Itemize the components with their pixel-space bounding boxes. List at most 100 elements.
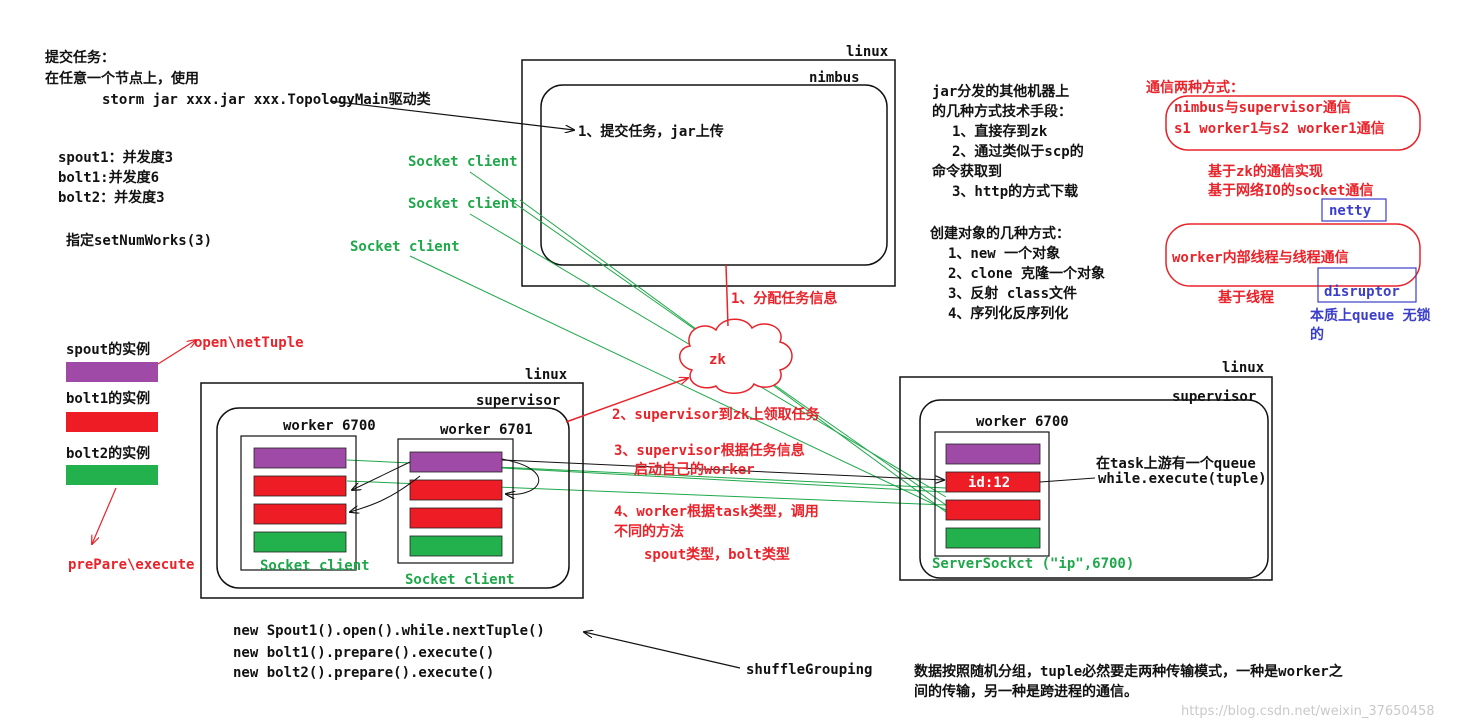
- worker-6701-label: worker 6701: [440, 422, 533, 438]
- disruptor-box: [1317, 267, 1417, 303]
- legend-spout-arrow: [157, 340, 196, 365]
- comm-zk-based: 基于zk的通信实现: [1208, 163, 1323, 180]
- legend-bolt-arrow: [92, 487, 117, 544]
- submit-arrow: [329, 100, 574, 130]
- queue-note-line2: 的: [1310, 326, 1324, 343]
- disruptor-label: disruptor: [1324, 284, 1400, 300]
- legend-bolt1-label: bolt1的实例: [66, 390, 150, 407]
- socket-client-label-3: Socket client: [350, 239, 460, 255]
- w6701-bolt2-task: [409, 535, 503, 557]
- code-line3: new bolt2().prepare().execute(): [233, 665, 494, 681]
- nimbus-process-box: [540, 84, 888, 266]
- left-linux-box: [200, 382, 584, 599]
- w6701-internal-arrow: [501, 458, 540, 494]
- comm-thread-based: 基于线程: [1218, 289, 1274, 306]
- worker-6701-box: [397, 438, 514, 564]
- legend-spout-swatch: [66, 362, 158, 382]
- legend-spout-method: open\netTuple: [194, 335, 304, 351]
- dist-item2-line2: 命令获取到: [931, 163, 1002, 180]
- dist-title-line1: jar分发的其他机器上: [932, 83, 1069, 100]
- server-socket-label: ServerSockct ("ip",6700): [932, 556, 1134, 572]
- grouping-desc-line2: 间的传输，另一种是跨进程的通信。: [914, 683, 1138, 700]
- rw-bolt2-task: [945, 527, 1041, 549]
- w6701-bolt1-task-a: [409, 479, 503, 501]
- socket-client-label-2: Socket client: [408, 196, 518, 212]
- obj-item4: 4、序列化反序列化: [948, 305, 1068, 322]
- w6700-bolt1-task-b: [253, 503, 347, 525]
- legend-bolt2-label: bolt2的实例: [66, 445, 150, 462]
- bolt1-parallelism: bolt1:并发度6: [58, 169, 159, 186]
- queue-note-line2-right: while.execute(tuple): [1098, 471, 1267, 487]
- socket-line-6: [501, 467, 947, 493]
- comm-ellipse-1: [1165, 95, 1421, 151]
- right-supervisor-box: [919, 399, 1269, 579]
- legend-bolt-method: prePare\execute: [68, 557, 194, 573]
- right-supervisor-title: supervisor: [1172, 389, 1256, 405]
- step3-line2: 启动自己的worker: [634, 461, 755, 478]
- num-workers: 指定setNumWorks(3): [66, 232, 212, 249]
- legend-spout-label: spout的实例: [66, 341, 150, 358]
- left-supervisor-box: [216, 407, 570, 589]
- grouping-arrow: [584, 632, 741, 669]
- left-socket-client-b: Socket client: [405, 572, 515, 588]
- nimbus-linux-label: linux: [846, 44, 889, 60]
- nimbus-step1: 1、提交任务，jar上传: [578, 123, 724, 140]
- w6701-spout-task: [409, 451, 503, 473]
- obj-item3: 3、反射 class文件: [948, 285, 1077, 302]
- dist-item1: 1、直接存到zk: [952, 123, 1048, 140]
- step2-label: 2、supervisor到zk上领取任务: [612, 406, 821, 423]
- zk-cloud: [679, 318, 793, 394]
- spout1-parallelism: spout1：并发度3: [58, 149, 173, 166]
- comm-socket-based: 基于网络IO的socket通信: [1208, 182, 1373, 199]
- nimbus-title: nimbus: [809, 70, 860, 86]
- step-types: spout类型，bolt类型: [644, 546, 790, 563]
- queue-note-pointer: [1039, 477, 1096, 483]
- comm-title: 通信两种方式：: [1146, 79, 1244, 96]
- rw-spout-task: [945, 443, 1041, 465]
- worker-6700-box: [240, 435, 357, 571]
- right-worker-label: worker 6700: [976, 414, 1069, 430]
- right-worker-box: [934, 431, 1050, 557]
- socket-client-label-1: Socket client: [408, 154, 518, 170]
- obj-item2: 2、clone 克隆一个对象: [948, 265, 1105, 282]
- code-line1: new Spout1().open().while.nextTuple(): [233, 623, 545, 639]
- w6701-bolt1-task-b: [409, 507, 503, 529]
- netty-box: [1321, 198, 1387, 222]
- legend-bolt2-swatch: [66, 465, 158, 485]
- submit-command: storm jar xxx.jar xxx.TopologyMain驱动类: [102, 91, 432, 108]
- legend-bolt1-swatch: [66, 412, 158, 432]
- w6700-bolt1-task-a: [253, 475, 347, 497]
- dist-item3: 3、http的方式下载: [952, 183, 1078, 200]
- socket-line-3: [409, 255, 947, 511]
- queue-note-line1-right: 在task上游有一个queue: [1096, 455, 1256, 472]
- bolt2-parallelism: bolt2：并发度3: [58, 189, 165, 206]
- nimbus-linux-box: [521, 59, 896, 287]
- step4-line1: 4、worker根据task类型，调用: [614, 503, 819, 520]
- dist-title-line2: 的几种方式技术手段：: [932, 103, 1072, 120]
- obj-title: 创建对象的几种方式：: [929, 225, 1070, 242]
- left-supervisor-title: supervisor: [476, 393, 560, 409]
- comm-intra-worker: worker内部线程与线程通信: [1172, 249, 1349, 266]
- supervisor-to-zk-arrow: [565, 378, 688, 423]
- step4-line2: 不同的方法: [614, 523, 684, 540]
- comm-ellipse-2: [1165, 223, 1421, 287]
- comm-line1: nimbus与supervisor通信: [1174, 99, 1351, 116]
- w6701-to-w6700-arrow: [352, 461, 411, 490]
- netty-label: netty: [1329, 203, 1372, 219]
- rw-task-id: id:12: [968, 475, 1010, 491]
- grouping-name: shuffleGrouping: [746, 662, 872, 678]
- left-socket-client-a: Socket client: [260, 558, 370, 574]
- rw-bolt1-task: [945, 499, 1041, 521]
- code-line2: new bolt1().prepare().execute(): [233, 645, 494, 661]
- dist-item2-line1: 2、通过类似于scp的: [952, 143, 1084, 160]
- step3-line1: 3、supervisor根据任务信息: [614, 442, 805, 459]
- left-linux-label: linux: [525, 367, 568, 383]
- w6700-bolt2-task: [253, 531, 347, 553]
- w6701-to-w6700-arrow-2: [350, 475, 421, 512]
- right-linux-label: linux: [1222, 360, 1265, 376]
- zk-assign-label: 1、分配任务信息: [731, 290, 837, 307]
- comm-line2: s1 worker1与s2 worker1通信: [1174, 120, 1385, 137]
- cross-worker-arrow: [501, 459, 944, 480]
